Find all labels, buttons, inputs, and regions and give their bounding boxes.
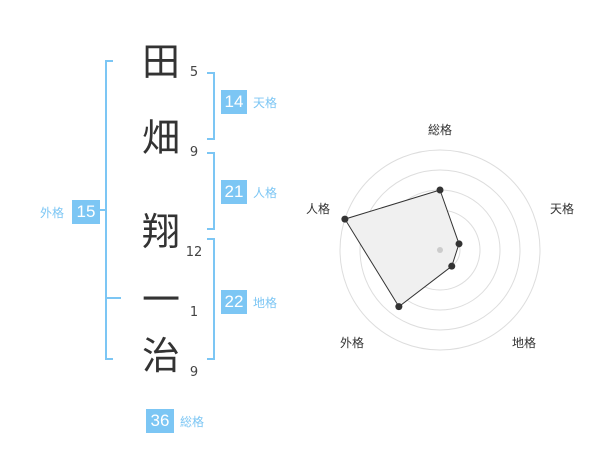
gaikaku-value-badge: 15 <box>72 200 100 224</box>
fortune-radar-chart <box>339 149 541 351</box>
jinkaku-label: 人格 <box>253 186 278 200</box>
tenkaku-bracket <box>207 72 215 140</box>
radar-axis-label-tenkaku: 天格 <box>550 202 575 216</box>
radar-data-points <box>341 186 463 311</box>
gaikaku-bracket-tick <box>105 297 121 299</box>
radar-axis-label-gaikaku: 外格 <box>340 336 365 350</box>
radar-center-dot <box>437 247 443 253</box>
radar-data-polygon <box>344 189 460 308</box>
radar-point-2 <box>455 240 463 248</box>
radar-axis-label-chikaku: 地格 <box>512 336 537 350</box>
radar-axis-label-soukaku: 総格 <box>428 123 453 137</box>
name-char-2: 畑 <box>141 116 180 160</box>
tenkaku-value-badge: 14 <box>221 90 247 114</box>
radar-ring-4 <box>359 169 521 331</box>
stroke-count-1: 5 <box>189 65 199 80</box>
gaikaku-bracket <box>105 60 113 360</box>
tenkaku-label: 天格 <box>253 96 278 110</box>
soukaku-label: 総格 <box>180 415 205 429</box>
stroke-count-4: 1 <box>189 305 199 320</box>
jinkaku-bracket <box>207 152 215 230</box>
stroke-count-3: 12 <box>185 245 203 260</box>
radar-axis-label-jinkaku: 人格 <box>306 202 331 216</box>
name-char-3: 翔 <box>141 210 180 254</box>
soukaku-value-badge: 36 <box>146 409 174 433</box>
radar-point-4 <box>395 303 403 311</box>
stroke-count-5: 9 <box>189 365 199 380</box>
gaikaku-bracket-connector <box>100 209 106 211</box>
jinkaku-value-badge: 21 <box>221 180 247 204</box>
radar-point-3 <box>448 262 456 270</box>
name-char-5: 治 <box>141 334 180 378</box>
chikaku-bracket <box>207 238 215 360</box>
chikaku-value-badge: 22 <box>221 290 247 314</box>
name-char-4: 一 <box>141 278 180 322</box>
stroke-count-2: 9 <box>189 145 199 160</box>
name-char-1: 田 <box>141 40 180 84</box>
gaikaku-label: 外格 <box>40 206 65 220</box>
chikaku-label: 地格 <box>253 296 278 310</box>
radar-ring-5 <box>339 149 541 351</box>
radar-point-1 <box>436 186 444 194</box>
radar-point-5 <box>341 215 349 223</box>
